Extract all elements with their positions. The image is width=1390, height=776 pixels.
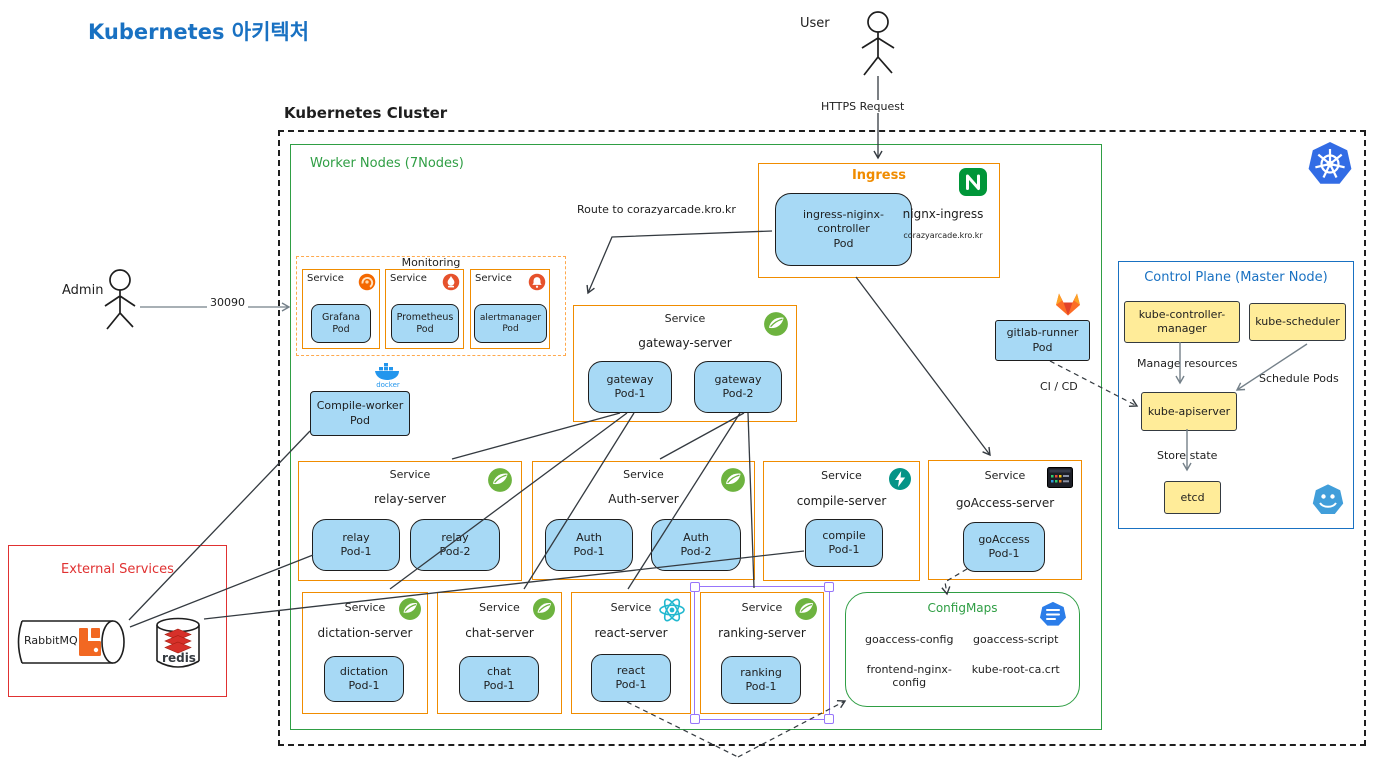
selection-handle[interactable] xyxy=(824,714,834,724)
external-services-title: External Services xyxy=(61,562,174,577)
ingress-side-domain: corazyarcade.kro.kr xyxy=(903,231,983,240)
ingress-controller-pod[interactable]: ingress-niginx- controller Pod xyxy=(775,193,912,266)
etcd-node[interactable]: etcd xyxy=(1164,481,1221,514)
relay-pod-1[interactable]: relay Pod-1 xyxy=(312,519,400,571)
kube-controller-manager-node[interactable]: kube-controller- manager xyxy=(1124,301,1240,343)
chat-pod-1[interactable]: chat Pod-1 xyxy=(459,656,539,702)
etcd-icon xyxy=(1311,483,1345,521)
store-state-label: Store state xyxy=(1157,449,1218,462)
prometheus-pod[interactable]: Prometheus Pod xyxy=(391,304,459,343)
grafana-icon xyxy=(358,273,376,295)
worker-nodes-label: Worker Nodes (7Nodes) xyxy=(310,156,464,171)
selection-handle[interactable] xyxy=(824,582,834,592)
dictation-pod-1[interactable]: dictation Pod-1 xyxy=(324,656,404,702)
ranking-pod-1[interactable]: ranking Pod-1 xyxy=(721,656,801,704)
https-request-label: HTTPS Request xyxy=(818,100,908,113)
spring-icon xyxy=(763,311,789,341)
grafana-pod[interactable]: Grafana Pod xyxy=(311,304,371,343)
rabbitmq-label: RabbitMQ xyxy=(24,634,78,647)
service-label: Service xyxy=(307,273,344,284)
prometheus-icon xyxy=(442,273,460,295)
service-label: Service xyxy=(475,273,512,284)
react-pod-1[interactable]: react Pod-1 xyxy=(591,654,671,702)
ingress-title: Ingress xyxy=(851,168,907,183)
alertmanager-icon xyxy=(528,273,546,295)
gitlab-icon xyxy=(1052,289,1084,322)
compile-server-box[interactable]: Service compile-server xyxy=(763,461,920,581)
spring-icon xyxy=(720,467,746,497)
configmap-items: goaccess-config goaccess-script frontend… xyxy=(856,633,1069,689)
service-name: gateway-server xyxy=(638,336,732,350)
fastapi-icon xyxy=(888,467,912,495)
configmaps-title: ConfigMaps xyxy=(927,601,998,615)
alertmanager-pod[interactable]: alertmanager Pod xyxy=(474,304,547,343)
monitoring-box[interactable]: Monitoring Service Grafana Pod Service xyxy=(296,256,566,356)
kubernetes-icon xyxy=(1306,140,1354,192)
configmap-icon xyxy=(1039,600,1067,632)
configmap-item[interactable]: goaccess-script xyxy=(973,633,1059,646)
service-label: Service xyxy=(664,312,706,325)
user-actor-icon xyxy=(861,11,895,76)
admin-actor-icon xyxy=(104,269,136,330)
ingress-side-name: nignx-ingress xyxy=(902,207,984,221)
control-plane-box[interactable]: Control Plane (Master Node) kube-control… xyxy=(1118,261,1354,529)
react-icon xyxy=(657,595,687,629)
spring-icon xyxy=(532,597,556,625)
monitoring-title: Monitoring xyxy=(401,256,461,269)
selection-handle[interactable] xyxy=(690,714,700,724)
compile-pod-1[interactable]: compile Pod-1 xyxy=(805,519,883,567)
gateway-pod-1[interactable]: gateway Pod-1 xyxy=(588,361,672,413)
route-label: Route to corazyarcade.kro.kr xyxy=(577,203,736,216)
compile-worker-pod[interactable]: Compile-worker Pod xyxy=(310,391,410,436)
goaccess-pod-1[interactable]: goAccess Pod-1 xyxy=(963,522,1045,572)
nginx-icon xyxy=(958,167,988,201)
control-plane-title: Control Plane (Master Node) xyxy=(1144,270,1328,285)
goaccess-icon xyxy=(1047,467,1073,492)
docker-label: docker xyxy=(376,381,400,389)
configmap-item[interactable]: goaccess-config xyxy=(865,633,954,646)
external-services-box[interactable]: External Services xyxy=(8,545,227,697)
cicd-label: CI / CD xyxy=(1037,380,1081,393)
port-30090-label: 30090 xyxy=(207,296,248,309)
user-actor-label: User xyxy=(800,16,830,31)
spring-icon xyxy=(487,467,513,497)
spring-icon xyxy=(794,597,818,625)
manage-resources-label: Manage resources xyxy=(1137,357,1238,370)
admin-actor-label: Admin xyxy=(62,283,104,298)
alertmanager-service-box[interactable]: Service alertmanager Pod xyxy=(470,269,550,349)
kube-scheduler-node[interactable]: kube-scheduler xyxy=(1249,303,1346,341)
selection-handle[interactable] xyxy=(690,582,700,592)
spring-icon xyxy=(398,597,422,625)
prometheus-service-box[interactable]: Service Prometheus Pod xyxy=(385,269,464,349)
kube-apiserver-node[interactable]: kube-apiserver xyxy=(1141,392,1237,431)
cluster-label: Kubernetes Cluster xyxy=(284,104,448,122)
service-label: Service xyxy=(390,273,427,284)
docker-icon xyxy=(374,363,402,385)
goaccess-server-box[interactable]: Service goAccess-server xyxy=(928,460,1082,580)
configmap-item[interactable]: frontend-nginx-config xyxy=(866,663,952,689)
gateway-pod-2[interactable]: gateway Pod-2 xyxy=(694,361,782,413)
grafana-service-box[interactable]: Service Grafana Pod xyxy=(302,269,380,349)
auth-pod-1[interactable]: Auth Pod-1 xyxy=(545,519,633,571)
configmap-item[interactable]: kube-root-ca.crt xyxy=(971,663,1060,676)
redis-label: redis xyxy=(162,651,196,665)
gitlab-runner-pod[interactable]: gitlab-runner Pod xyxy=(995,320,1090,361)
schedule-pods-label: Schedule Pods xyxy=(1259,372,1339,385)
relay-pod-2[interactable]: relay Pod-2 xyxy=(410,519,500,571)
auth-pod-2[interactable]: Auth Pod-2 xyxy=(651,519,741,571)
page-title: Kubernetes 아키텍처 xyxy=(88,20,310,44)
configmaps-box[interactable]: ConfigMaps goaccess-config goaccess-scri… xyxy=(845,592,1080,707)
